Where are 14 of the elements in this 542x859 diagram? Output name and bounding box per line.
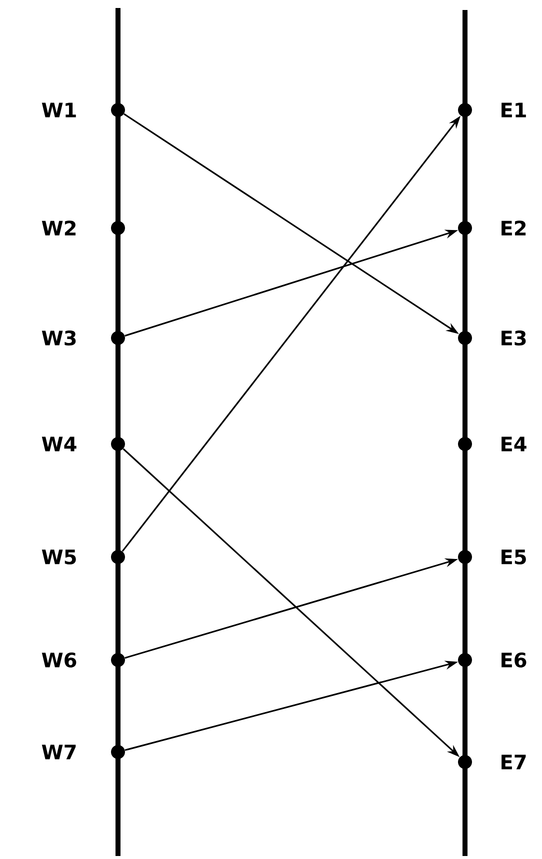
node-label: W6	[42, 652, 76, 668]
node-label: W7	[42, 744, 76, 760]
node-label: E3	[502, 330, 526, 346]
node-label: E6	[502, 652, 526, 668]
node-label: W2	[42, 220, 76, 236]
node-label: W3	[42, 330, 76, 346]
node-label: W5	[42, 550, 76, 564]
node-label: W4	[42, 436, 76, 452]
node-label: E1	[502, 102, 526, 118]
node-label: E5	[502, 550, 526, 564]
node-label: E4	[502, 436, 526, 452]
node-label: E7	[502, 754, 526, 770]
node-label: W1	[42, 102, 76, 118]
node-label: E2	[502, 220, 526, 236]
